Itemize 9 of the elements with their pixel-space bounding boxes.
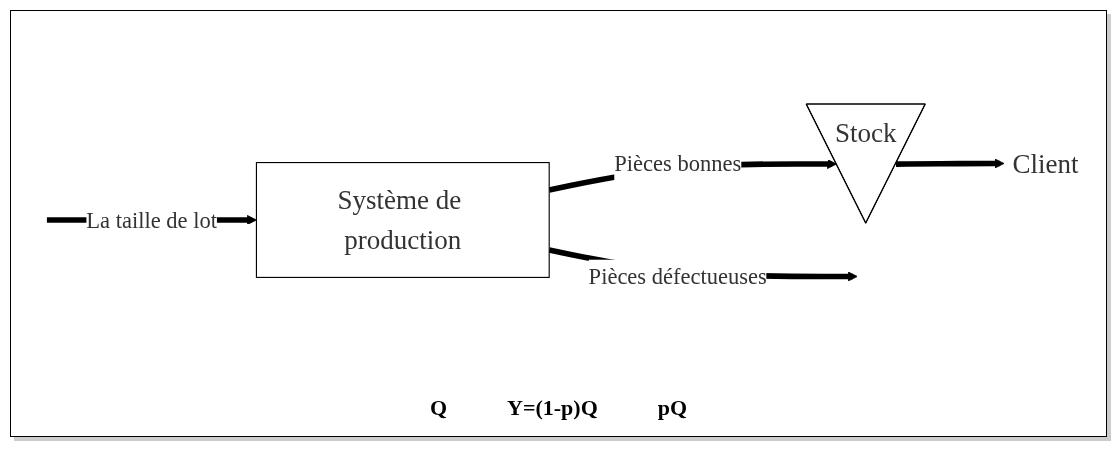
node-text: Client [1012,148,1079,178]
node-box: Système de production [255,161,550,278]
formula-label: Y=(1-p)Q [507,395,598,421]
edge-label: Pièces bonnes [614,150,742,176]
formula-label: Q [429,395,447,421]
edge-label: Pièces défectueuses [588,263,767,289]
edge-label: La taille de lot [86,207,218,233]
formula-label: pQ [657,395,688,421]
arrow [896,158,1005,169]
